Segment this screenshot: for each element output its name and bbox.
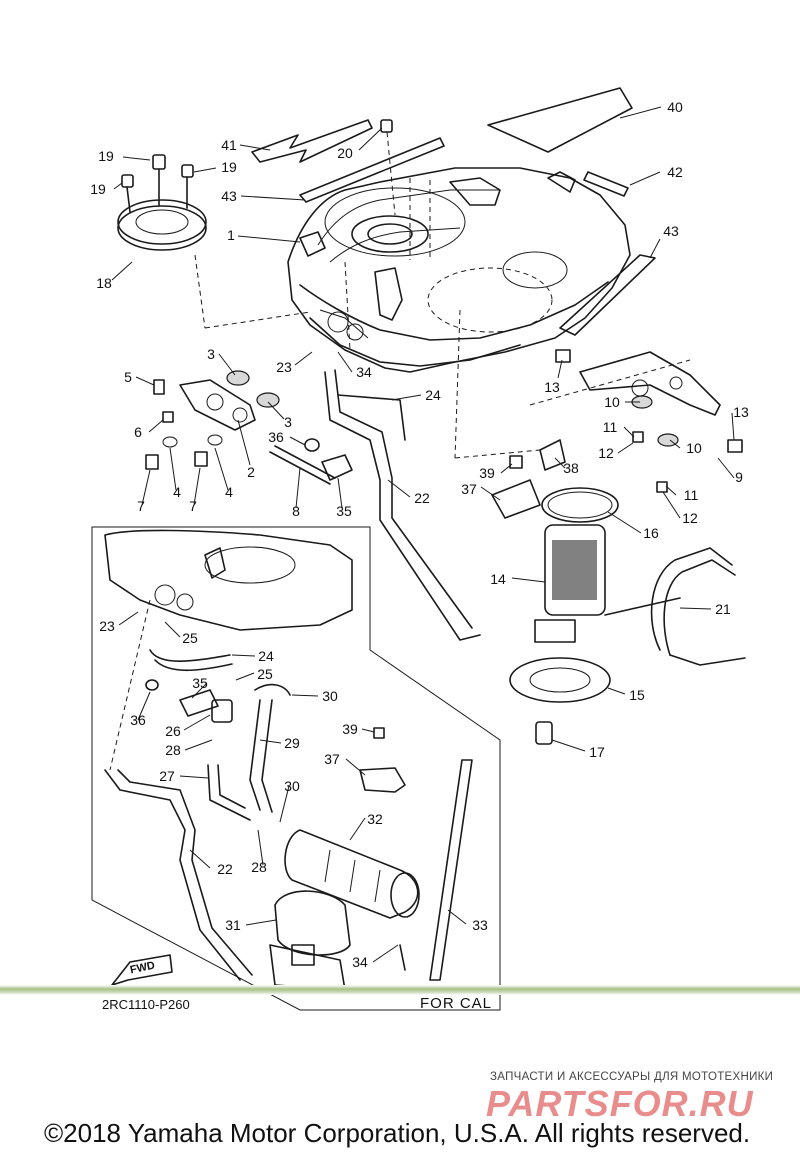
watermark-tagline: ЗАПЧАСТИ И АКСЕССУАРЫ ДЛЯ МОТОТЕХНИКИ bbox=[490, 1071, 774, 1083]
callout-7: 7 bbox=[137, 498, 145, 514]
callout-30: 30 bbox=[284, 778, 300, 794]
callout-26: 26 bbox=[165, 723, 181, 739]
callout-14: 14 bbox=[490, 571, 506, 587]
fuel-tank bbox=[287, 167, 631, 373]
callout-5: 5 bbox=[124, 369, 132, 385]
callout-6: 6 bbox=[134, 424, 142, 440]
front-bracket bbox=[145, 370, 353, 485]
callout-37: 37 bbox=[324, 751, 340, 767]
scan-band bbox=[0, 985, 800, 995]
callout-34: 34 bbox=[356, 364, 372, 380]
callout-34: 34 bbox=[352, 954, 368, 970]
callout-4: 4 bbox=[173, 484, 181, 500]
callout-22: 22 bbox=[217, 861, 233, 877]
fuel-cap-assembly bbox=[117, 119, 396, 251]
callout-23: 23 bbox=[99, 618, 115, 634]
callout-40: 40 bbox=[667, 99, 683, 115]
callout-3: 3 bbox=[207, 346, 215, 362]
callout-13: 13 bbox=[544, 379, 560, 395]
callout-36: 36 bbox=[130, 712, 146, 728]
callout-28: 28 bbox=[251, 859, 267, 875]
callout-10: 10 bbox=[686, 440, 702, 456]
callout-23: 23 bbox=[276, 359, 292, 375]
callout-24: 24 bbox=[258, 648, 274, 664]
callout-43: 43 bbox=[663, 223, 679, 239]
callout-25: 25 bbox=[182, 630, 198, 646]
callout-8: 8 bbox=[292, 503, 300, 519]
callouts: 40 41 20 19 19 19 42 43 43 1 18 3 3 23 3… bbox=[90, 99, 749, 970]
callout-1: 1 bbox=[227, 227, 235, 243]
callout-31: 31 bbox=[225, 917, 241, 933]
callout-38: 38 bbox=[563, 460, 579, 476]
callout-19: 19 bbox=[98, 148, 114, 164]
canister bbox=[284, 829, 420, 919]
callout-39: 39 bbox=[479, 465, 495, 481]
callout-11: 11 bbox=[684, 487, 699, 503]
callout-42: 42 bbox=[667, 164, 683, 180]
callout-22: 22 bbox=[414, 490, 430, 506]
hoses bbox=[324, 369, 746, 666]
leader-lines bbox=[111, 106, 735, 963]
callout-4: 4 bbox=[225, 484, 233, 500]
callout-28: 28 bbox=[165, 742, 181, 758]
pads-and-strips bbox=[251, 87, 656, 336]
canister-bracket bbox=[269, 890, 351, 991]
callout-10: 10 bbox=[604, 394, 620, 410]
callout-41: 41 bbox=[221, 137, 237, 153]
callout-37: 37 bbox=[461, 481, 477, 497]
callout-24: 24 bbox=[425, 387, 441, 403]
fuel-pump-assembly bbox=[491, 439, 681, 745]
callout-43: 43 bbox=[221, 188, 237, 204]
callout-16: 16 bbox=[643, 525, 659, 541]
callout-25: 25 bbox=[257, 666, 273, 682]
callout-17: 17 bbox=[589, 744, 605, 760]
callout-20: 20 bbox=[337, 145, 353, 161]
callout-19: 19 bbox=[90, 181, 106, 197]
watermark-brand: PARTSFOR.RU bbox=[486, 1083, 754, 1124]
for-cal-inset bbox=[91, 526, 501, 1011]
callout-18: 18 bbox=[96, 275, 112, 291]
copyright-notice: ©2018 Yamaha Motor Corporation, U.S.A. A… bbox=[44, 1118, 751, 1148]
callout-13: 13 bbox=[733, 404, 749, 420]
rear-bracket bbox=[555, 349, 743, 493]
callout-35: 35 bbox=[192, 675, 208, 691]
callout-2: 2 bbox=[247, 464, 255, 480]
callout-39: 39 bbox=[342, 721, 358, 737]
callout-33: 33 bbox=[472, 917, 488, 933]
callout-35: 35 bbox=[336, 503, 352, 519]
callout-30: 30 bbox=[322, 688, 338, 704]
callout-7: 7 bbox=[189, 498, 197, 514]
callout-36: 36 bbox=[268, 429, 284, 445]
callout-11: 11 bbox=[603, 419, 618, 435]
callout-12: 12 bbox=[598, 445, 614, 461]
fwd-arrow bbox=[111, 954, 173, 986]
callout-3: 3 bbox=[284, 414, 292, 430]
callout-21: 21 bbox=[715, 601, 731, 617]
callout-9: 9 bbox=[735, 469, 743, 485]
callout-27: 27 bbox=[159, 768, 175, 784]
reference-lines bbox=[109, 178, 691, 771]
callout-32: 32 bbox=[367, 811, 383, 827]
for-cal-label: FOR CAL bbox=[420, 995, 493, 1012]
callout-15: 15 bbox=[629, 687, 645, 703]
diagram-code: 2RC1110-P260 bbox=[102, 997, 190, 1012]
callout-19: 19 bbox=[221, 159, 237, 175]
callout-12: 12 bbox=[682, 510, 698, 526]
callout-29: 29 bbox=[284, 735, 300, 751]
